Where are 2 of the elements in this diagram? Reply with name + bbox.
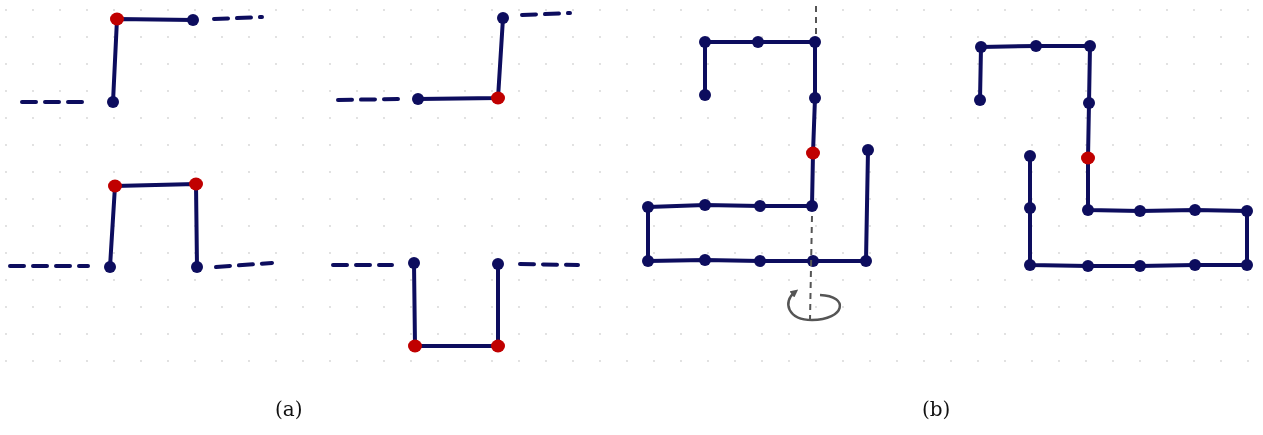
panel-label: (a) [275, 397, 303, 421]
panel-label: (b) [922, 397, 951, 421]
